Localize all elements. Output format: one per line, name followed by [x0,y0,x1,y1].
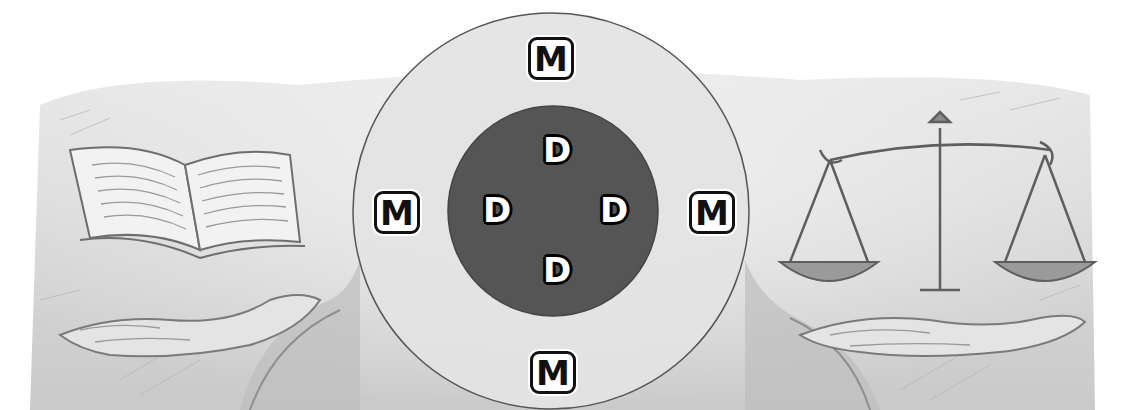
outer-circle: DDDDMMMM [352,12,750,410]
letter-badge-d: D [539,130,575,170]
inner-circle: DDDD [447,105,659,317]
letter-badge-m: M [530,351,576,394]
letter-badge-d: D [479,190,515,230]
letter-badge-m: M [528,37,574,80]
letter-badge-m: M [689,191,735,234]
letter-badge-m: M [374,191,420,234]
letter-badge-d: D [539,250,575,290]
letter-badge-d: D [596,190,632,230]
